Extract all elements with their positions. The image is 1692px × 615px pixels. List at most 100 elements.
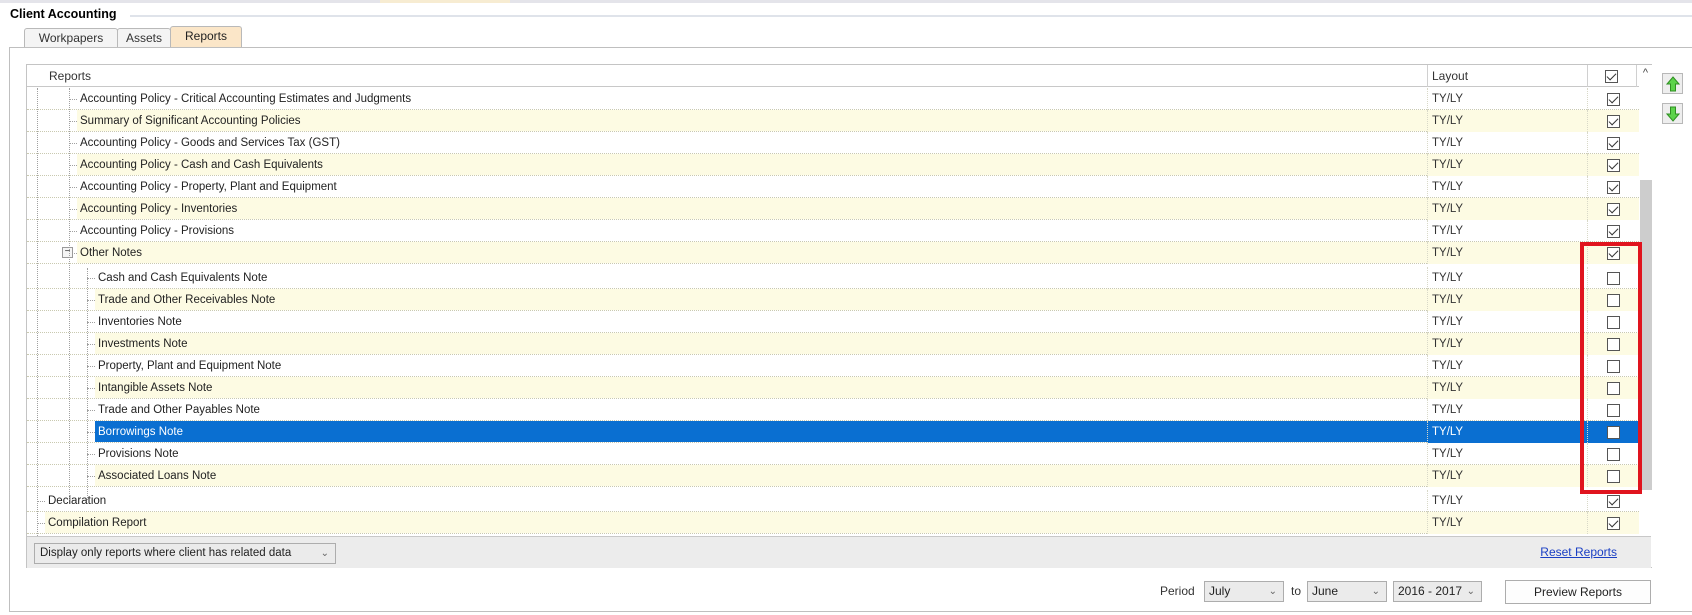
include-report-checkbox[interactable] bbox=[1606, 247, 1620, 260]
tab-workpapers[interactable]: Workpapers bbox=[24, 28, 118, 47]
include-cell bbox=[1587, 198, 1639, 220]
report-row[interactable]: Inventories Note TY/LY bbox=[27, 311, 1639, 333]
green-up-arrow-icon bbox=[1666, 76, 1680, 92]
report-name: Inventories Note bbox=[98, 316, 182, 328]
preview-reports-button[interactable]: Preview Reports bbox=[1505, 580, 1651, 604]
report-row[interactable]: Accounting Policy - Cash and Cash Equiva… bbox=[27, 154, 1639, 176]
include-report-checkbox[interactable] bbox=[1606, 426, 1620, 439]
include-report-checkbox[interactable] bbox=[1606, 470, 1620, 483]
report-layout[interactable]: TY/LY bbox=[1427, 333, 1587, 355]
include-report-checkbox[interactable] bbox=[1606, 137, 1620, 150]
report-layout[interactable]: TY/LY bbox=[1427, 465, 1587, 487]
report-layout[interactable]: TY/LY bbox=[1427, 421, 1587, 443]
include-cell bbox=[1587, 399, 1639, 421]
report-layout[interactable]: TY/LY bbox=[1427, 355, 1587, 377]
include-report-checkbox[interactable] bbox=[1606, 181, 1620, 194]
report-row[interactable]: Accounting Policy - Goods and Services T… bbox=[27, 132, 1639, 154]
tree-connector bbox=[69, 187, 77, 188]
scroll-thumb[interactable] bbox=[1640, 180, 1652, 490]
period-year-dropdown[interactable]: 2016 - 2017 ⌄ bbox=[1393, 581, 1482, 602]
report-layout[interactable]: TY/LY bbox=[1427, 443, 1587, 465]
grid-footer: Display only reports where client has re… bbox=[27, 536, 1651, 568]
report-layout[interactable]: TY/LY bbox=[1427, 132, 1587, 154]
report-layout[interactable]: TY/LY bbox=[1427, 220, 1587, 242]
tree-connector bbox=[37, 523, 45, 524]
include-report-checkbox[interactable] bbox=[1606, 448, 1620, 461]
include-report-checkbox[interactable] bbox=[1606, 404, 1620, 417]
include-cell bbox=[1587, 355, 1639, 377]
include-report-checkbox[interactable] bbox=[1606, 225, 1620, 238]
report-row[interactable]: Summary of Significant Accounting Polici… bbox=[27, 110, 1639, 132]
include-report-checkbox[interactable] bbox=[1606, 93, 1620, 106]
report-layout[interactable]: TY/LY bbox=[1427, 110, 1587, 132]
select-all-checkbox[interactable] bbox=[1605, 70, 1618, 83]
reports-grid: Reports Layout Accounting Policy - Criti… bbox=[26, 64, 1652, 568]
chevron-down-icon: ⌄ bbox=[320, 548, 329, 559]
tab-assets[interactable]: Assets bbox=[117, 28, 171, 47]
include-report-checkbox[interactable] bbox=[1606, 495, 1620, 508]
period-bar: Period July ⌄ to June ⌄ 2016 - 2017 ⌄ Pr… bbox=[0, 576, 1692, 612]
tree-connector bbox=[87, 278, 95, 279]
reset-reports-link[interactable]: Reset Reports bbox=[1540, 545, 1617, 559]
report-filter-dropdown[interactable]: Display only reports where client has re… bbox=[34, 543, 336, 564]
report-layout[interactable]: TY/LY bbox=[1427, 267, 1587, 289]
include-report-checkbox[interactable] bbox=[1606, 338, 1620, 351]
scroll-up-arrow-icon[interactable]: ^ bbox=[1642, 67, 1649, 79]
report-layout[interactable]: TY/LY bbox=[1427, 311, 1587, 333]
move-up-button[interactable] bbox=[1662, 73, 1683, 94]
collapse-toggle-icon[interactable]: − bbox=[62, 247, 73, 258]
report-layout[interactable]: TY/LY bbox=[1427, 399, 1587, 421]
move-down-button[interactable] bbox=[1662, 103, 1683, 124]
include-report-checkbox[interactable] bbox=[1606, 272, 1620, 285]
include-report-checkbox[interactable] bbox=[1606, 115, 1620, 128]
report-layout[interactable]: TY/LY bbox=[1427, 490, 1587, 512]
report-layout[interactable]: TY/LY bbox=[1427, 176, 1587, 198]
include-cell bbox=[1587, 465, 1639, 487]
report-layout[interactable]: TY/LY bbox=[1427, 154, 1587, 176]
period-from-dropdown[interactable]: July ⌄ bbox=[1204, 581, 1284, 602]
include-cell bbox=[1587, 154, 1639, 176]
include-report-checkbox[interactable] bbox=[1606, 203, 1620, 216]
report-layout[interactable]: TY/LY bbox=[1427, 88, 1587, 110]
include-report-checkbox[interactable] bbox=[1606, 517, 1620, 530]
include-cell bbox=[1587, 267, 1639, 289]
report-layout[interactable]: TY/LY bbox=[1427, 377, 1587, 399]
report-layout[interactable]: TY/LY bbox=[1427, 198, 1587, 220]
column-header-layout[interactable]: Layout bbox=[1427, 65, 1587, 87]
report-layout[interactable]: TY/LY bbox=[1427, 512, 1587, 534]
vertical-scrollbar[interactable]: ^ ⌄ bbox=[1639, 65, 1652, 567]
tree-connector bbox=[87, 344, 95, 345]
include-report-checkbox[interactable] bbox=[1606, 382, 1620, 395]
include-report-checkbox[interactable] bbox=[1606, 316, 1620, 329]
column-header-include[interactable] bbox=[1587, 65, 1637, 87]
report-row[interactable]: Accounting Policy - Critical Accounting … bbox=[27, 88, 1639, 110]
report-row[interactable]: Accounting Policy - Property, Plant and … bbox=[27, 176, 1639, 198]
column-header-reports[interactable]: Reports bbox=[49, 69, 92, 83]
include-cell bbox=[1587, 289, 1639, 311]
tree-connector bbox=[87, 366, 95, 367]
tab-reports[interactable]: Reports bbox=[170, 26, 242, 47]
period-to-dropdown[interactable]: June ⌄ bbox=[1307, 581, 1387, 602]
tree-connector bbox=[87, 300, 95, 301]
report-layout[interactable]: TY/LY bbox=[1427, 289, 1587, 311]
include-report-checkbox[interactable] bbox=[1606, 360, 1620, 373]
window-title: Client Accounting bbox=[10, 7, 117, 21]
tree-connector bbox=[87, 410, 95, 411]
report-layout[interactable]: TY/LY bbox=[1427, 242, 1587, 264]
include-report-checkbox[interactable] bbox=[1606, 294, 1620, 307]
include-report-checkbox[interactable] bbox=[1606, 159, 1620, 172]
